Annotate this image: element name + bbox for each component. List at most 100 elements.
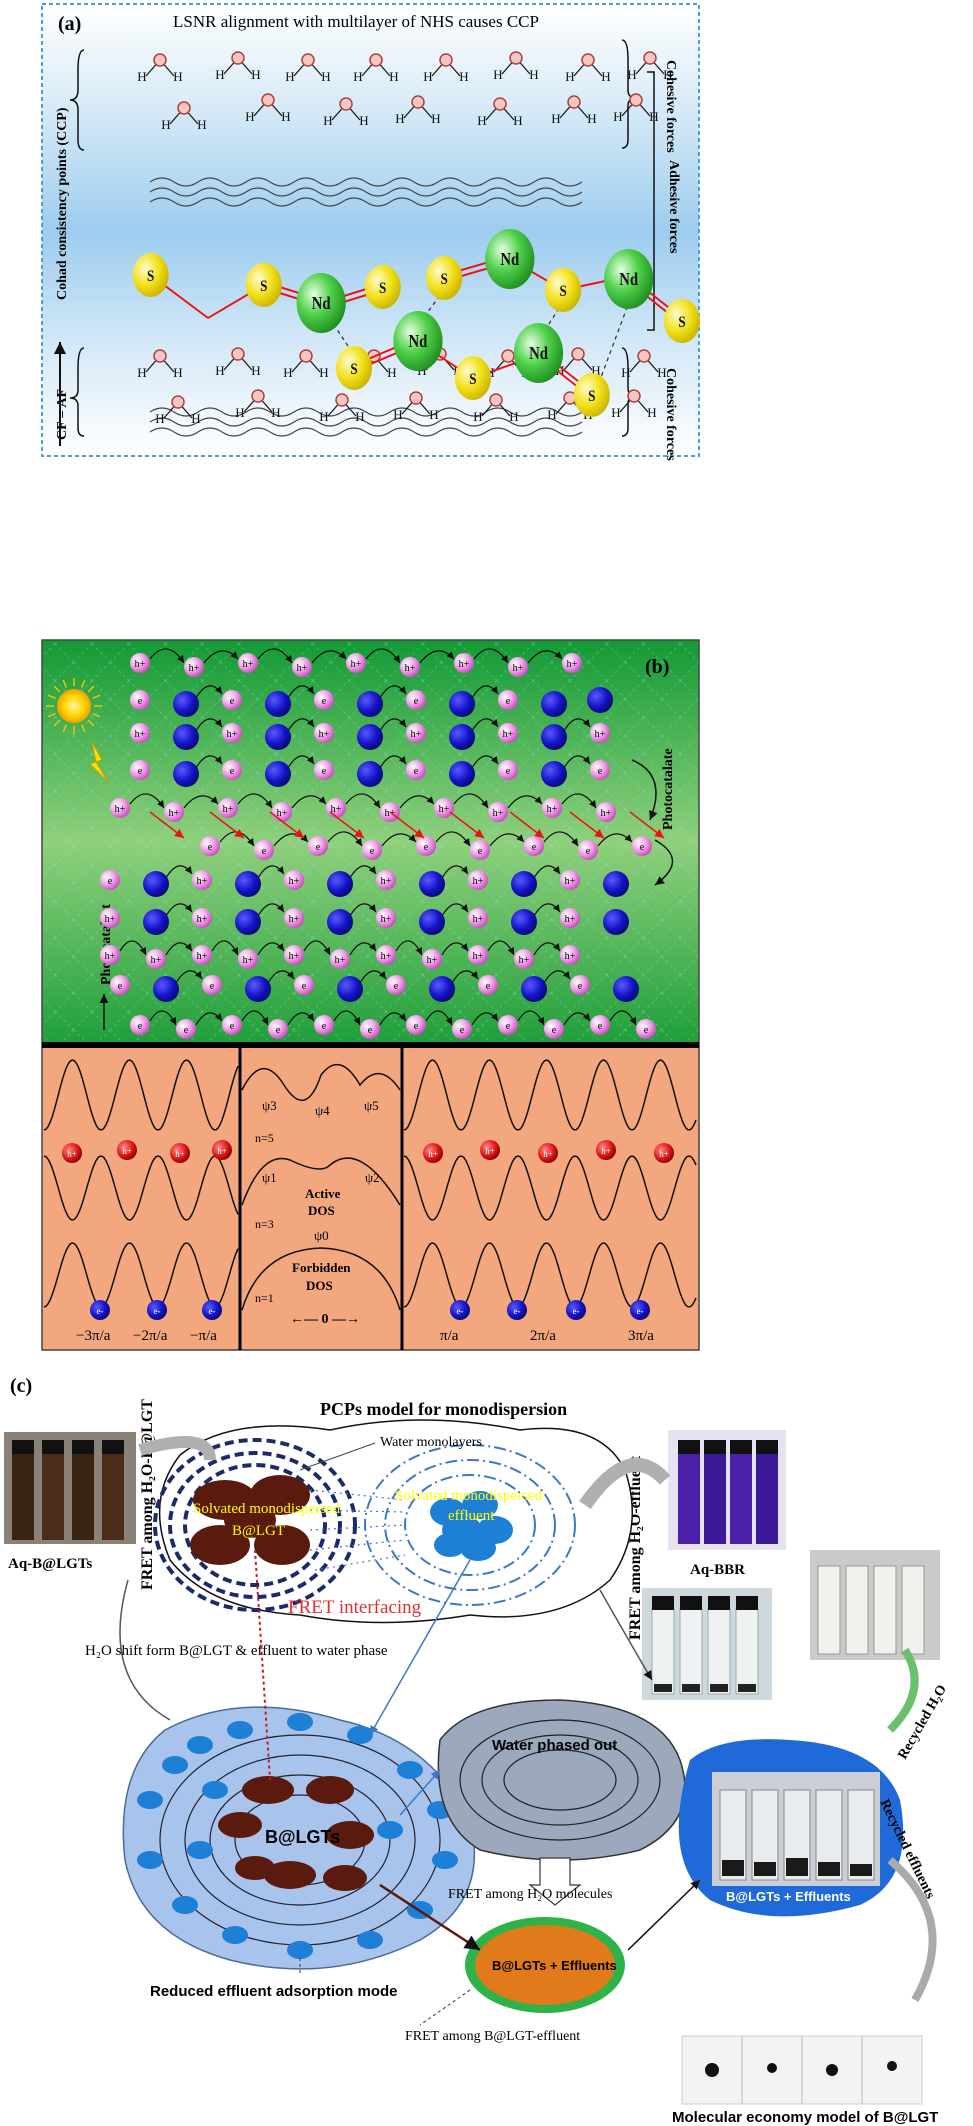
hole-symbol: h+ [105, 914, 116, 925]
hole-particle: h+ [376, 870, 396, 890]
hole-particle: h+ [468, 945, 488, 965]
hydrogen-atom: H [389, 69, 398, 84]
hydrogen-atom: H [663, 67, 672, 82]
bracket-adhesive [647, 71, 655, 331]
hydrogen-atom: H [215, 363, 224, 378]
electron-particle: e [268, 1019, 288, 1039]
sulfur-atom: S [132, 253, 169, 297]
aq-blgts-label: Aq-B@LGTs [8, 1556, 92, 1572]
transfer-arrow [287, 718, 315, 732]
hole-particle: h+ [596, 802, 616, 822]
panel-b: (b) Photocatalyst Photocatalate h+h+h+h+… [41, 639, 700, 1351]
transfer-arrow [471, 718, 499, 732]
blue-atom [419, 909, 445, 935]
band-electron-symbol: e- [457, 1306, 464, 1316]
charge-transfer-arrow [389, 811, 425, 839]
electron-symbol: e [644, 1025, 649, 1036]
photocatalate-arrow [654, 839, 674, 886]
transfer-arrow [327, 831, 363, 847]
electron-symbol: e [598, 1021, 603, 1032]
reduced-adsorption-blob [122, 1706, 476, 1970]
electron-particle: e [632, 836, 652, 856]
transfer-arrow [195, 718, 223, 732]
transfer-arrow [471, 755, 499, 769]
brace-bottom-left [69, 347, 85, 437]
transfer-arrow [527, 650, 563, 664]
transfer-arrow [273, 833, 309, 847]
sulfur-atom-symbol: S [350, 361, 357, 378]
sun-icon [46, 678, 102, 734]
hole-symbol: h+ [565, 914, 576, 925]
transfer-arrow [359, 970, 387, 984]
hole-particle: h+ [238, 949, 258, 969]
hydrogen-atom: H [137, 365, 146, 380]
hole-symbol: h+ [439, 804, 450, 815]
blue-atom [541, 724, 567, 750]
adhesion-wave-5 [149, 417, 583, 427]
transfer-arrow [365, 648, 401, 664]
molecular-economy-label: Molecular economy model of B@LGT [672, 2109, 938, 2126]
transfer-arrow [287, 755, 315, 769]
hole-particle: h+ [434, 798, 454, 818]
hole-particle: h+ [192, 908, 212, 928]
electron-particle: e [294, 975, 314, 995]
hydrogen-atom: H [197, 117, 206, 132]
electron-particle: e [524, 836, 544, 856]
hole-symbol: h+ [243, 955, 254, 966]
blue-atom [541, 691, 567, 717]
blue-atom [357, 761, 383, 787]
psi2-label: ψ2 [365, 1170, 380, 1185]
band-electron-symbol: e- [209, 1306, 216, 1316]
transfer-arrow [349, 865, 377, 879]
tick-minus-pi: −π/a [190, 1328, 217, 1344]
psi4-label: ψ4 [315, 1103, 330, 1118]
effluent-dot [227, 1721, 253, 1739]
hole-symbol: h+ [289, 951, 300, 962]
transfer-arrow [349, 942, 377, 956]
hole-particle: h+ [508, 657, 528, 677]
hole-symbol: h+ [197, 914, 208, 925]
electron-symbol: e [506, 1021, 511, 1032]
hydrogen-atom: H [459, 69, 468, 84]
hole-particle: h+ [284, 945, 304, 965]
transfer-arrow [183, 795, 219, 809]
electron-particle: e [406, 690, 426, 710]
blue-atom [173, 691, 199, 717]
sulfur-atom: S [245, 263, 282, 307]
tick-pi: π/a [440, 1328, 459, 1344]
arrow-cloud-to-bbr [579, 1457, 671, 1510]
transfer-arrow [165, 942, 193, 956]
band-wave-middle [403, 1155, 697, 1221]
cf-af-label: CF = AF [55, 389, 70, 440]
hydrogen-atom: H [271, 405, 280, 420]
hole-particle: h+ [330, 949, 350, 969]
electron-particle: e [222, 690, 242, 710]
n1-label: n=1 [255, 1291, 274, 1305]
hydrogen-atom: H [245, 109, 254, 124]
transfer-arrow [149, 648, 185, 664]
electron-symbol: e [460, 1025, 465, 1036]
electron-symbol: e [230, 766, 235, 777]
fret-interfacing-label: FRET interfacing [288, 1597, 422, 1618]
electron-particle: e [314, 760, 334, 780]
transfer-arrow [129, 793, 165, 809]
transfer-arrow [471, 1012, 499, 1026]
hole-particle: h+ [192, 870, 212, 890]
blue-atom [429, 976, 455, 1002]
water-monolayers-label: Water monolayers [380, 1435, 482, 1450]
blgt-cluster [190, 1475, 310, 1565]
band-hole-symbol: h+ [217, 1146, 227, 1156]
band-wave-upper [43, 1059, 239, 1131]
electron-symbol: e [486, 981, 491, 992]
electron-symbol: e [138, 696, 143, 707]
hole-symbol: h+ [115, 804, 126, 815]
hydrogen-atom: H [647, 405, 656, 420]
zero-label: ←— 0 —→ [290, 1312, 360, 1327]
fret-right-label: FRET among H₂O-effluent [627, 1455, 644, 1640]
transfer-arrow [211, 940, 239, 956]
